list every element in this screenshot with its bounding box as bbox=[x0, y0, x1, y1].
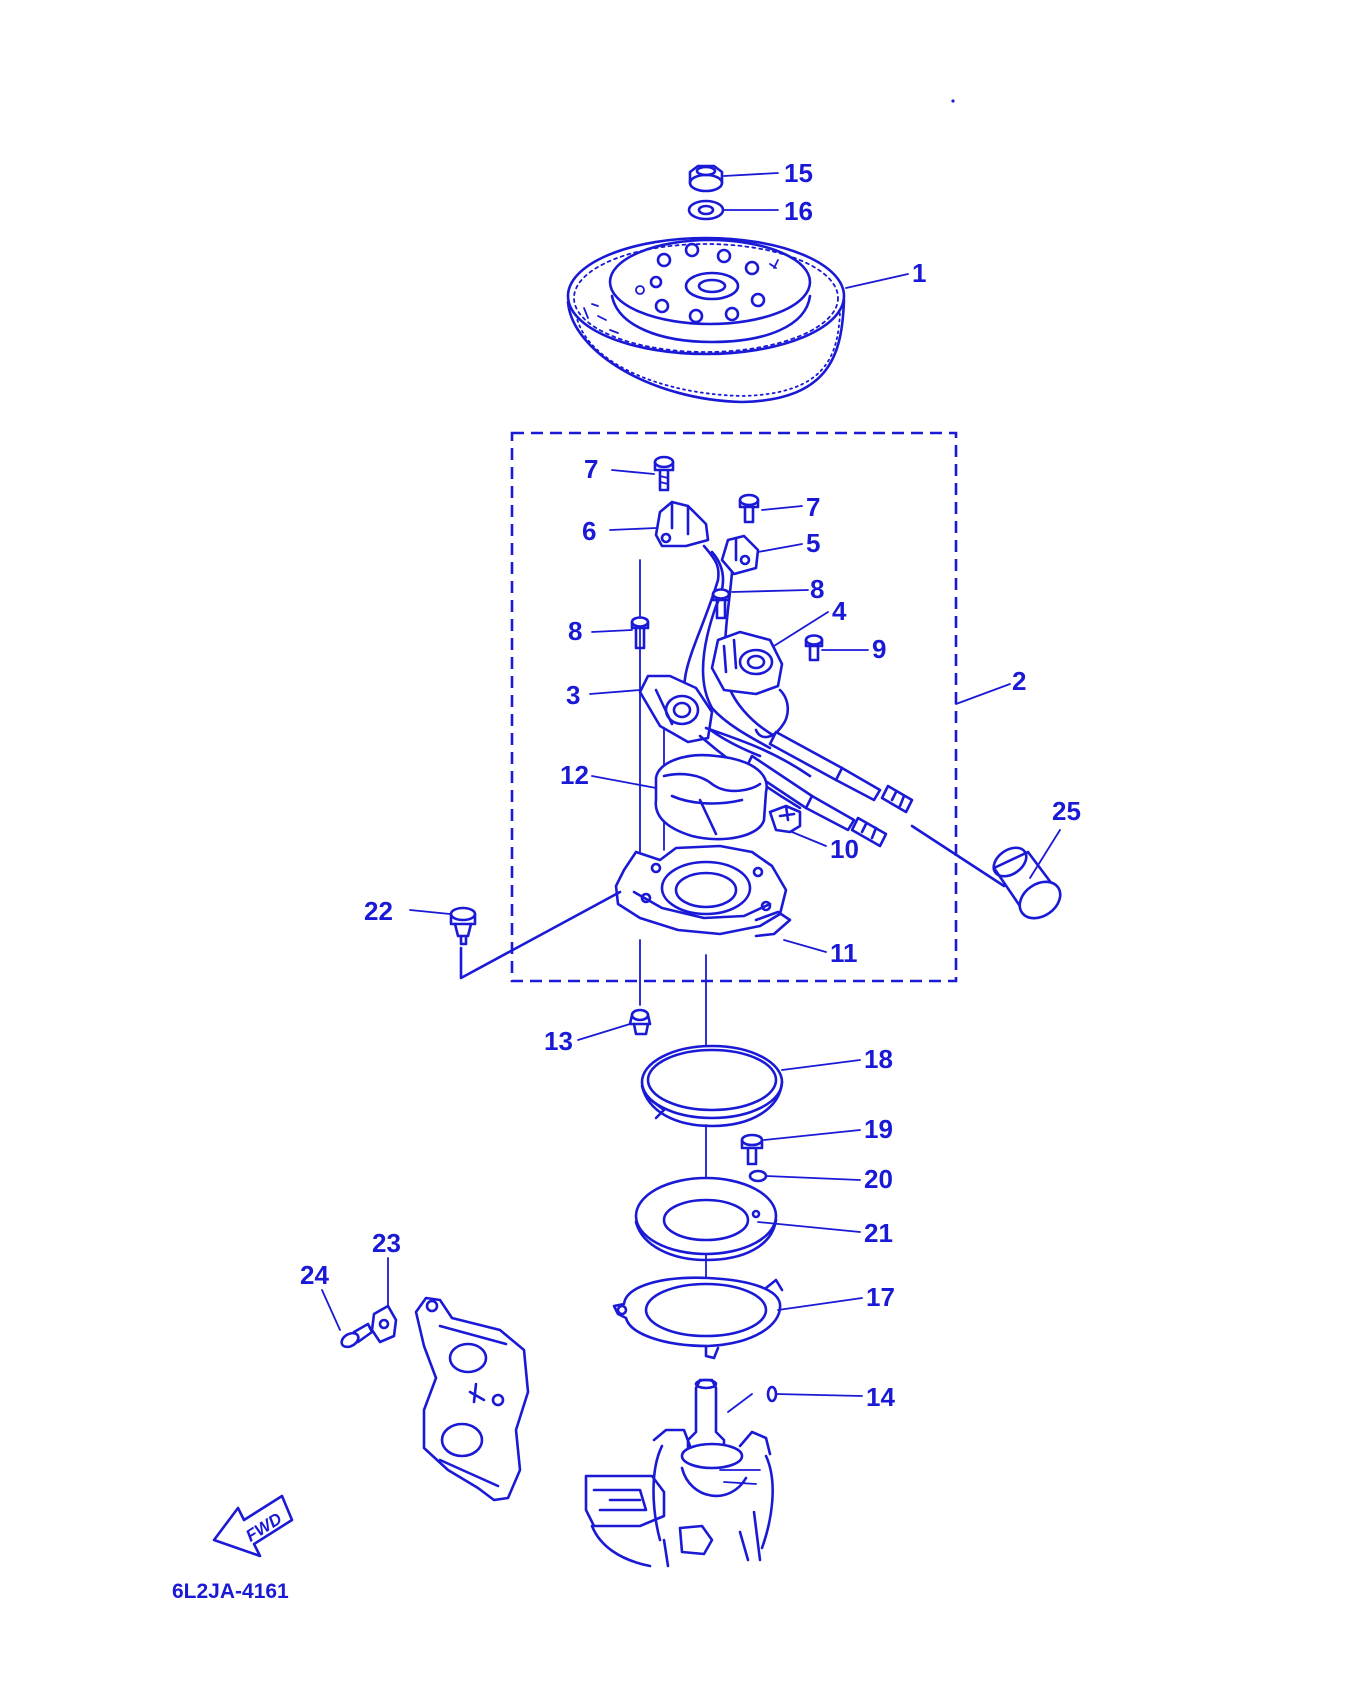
callout-10: 10 bbox=[830, 834, 859, 864]
callout-18: 18 bbox=[864, 1044, 893, 1074]
callout-7b: 7 bbox=[806, 492, 820, 522]
part-21-plate bbox=[634, 1176, 778, 1262]
leader-lines bbox=[321, 172, 1061, 1413]
callout-22: 22 bbox=[364, 896, 393, 926]
callout-17: 17 bbox=[866, 1282, 895, 1312]
callout-19: 19 bbox=[864, 1114, 893, 1144]
callout-20: 20 bbox=[864, 1164, 893, 1194]
callout-25: 25 bbox=[1052, 796, 1081, 826]
callout-9: 9 bbox=[872, 634, 886, 664]
callout-8b: 8 bbox=[568, 616, 582, 646]
callout-16: 16 bbox=[784, 196, 813, 226]
lead-3 bbox=[754, 688, 790, 739]
part-7-screw-right bbox=[738, 493, 760, 524]
fwd-arrow: FWD bbox=[212, 1494, 294, 1558]
connector-plug-b bbox=[850, 816, 888, 848]
callout-12: 12 bbox=[560, 760, 589, 790]
diagram-code: 6L2JA-4161 bbox=[172, 1580, 289, 1603]
part-13-plug bbox=[628, 1008, 652, 1036]
callout-4: 4 bbox=[832, 596, 847, 626]
callout-5: 5 bbox=[806, 528, 820, 558]
callout-6: 6 bbox=[582, 516, 596, 546]
part-20-washer bbox=[748, 1169, 768, 1183]
part-10-clamp bbox=[768, 804, 802, 834]
part-9-screw bbox=[804, 634, 824, 662]
part-3-lighting-coil bbox=[638, 674, 714, 744]
part-11-stator-base bbox=[614, 844, 792, 938]
wire-harness-b bbox=[701, 550, 772, 750]
part-5-pulser-coil bbox=[720, 534, 760, 576]
cover-plate bbox=[414, 1296, 530, 1502]
part-16-washer bbox=[687, 199, 725, 221]
part-4-charge-coil bbox=[710, 630, 784, 696]
part-6-pulser-coil bbox=[654, 500, 710, 548]
crankcase-and-crankshaft bbox=[584, 1378, 774, 1568]
part-14-key bbox=[766, 1385, 778, 1403]
callout-21: 21 bbox=[864, 1218, 893, 1248]
part-7-screw-top bbox=[653, 455, 675, 492]
callout-1: 1 bbox=[912, 258, 926, 288]
callout-7a: 7 bbox=[584, 454, 598, 484]
part-18-ring bbox=[640, 1044, 784, 1128]
part-15-flywheel-nut bbox=[688, 164, 724, 193]
callout-24: 24 bbox=[300, 1260, 329, 1290]
stray-dot bbox=[951, 99, 955, 103]
part-8-screw-left bbox=[630, 616, 650, 650]
connector-plug-a bbox=[880, 784, 914, 814]
callout-labels: 15 16 1 7 7 6 5 8 8 4 9 3 2 12 25 10 22 … bbox=[300, 158, 1081, 1412]
callout-2: 2 bbox=[1012, 666, 1026, 696]
part-25-cap bbox=[992, 846, 1062, 920]
part-24-screw bbox=[340, 1322, 374, 1349]
part-1-flywheel bbox=[566, 236, 846, 404]
part-23-bracket bbox=[370, 1304, 398, 1344]
callout-15: 15 bbox=[784, 158, 813, 188]
callout-13: 13 bbox=[544, 1026, 573, 1056]
callout-3: 3 bbox=[566, 680, 580, 710]
part-19-bolt bbox=[740, 1133, 764, 1166]
callout-8a: 8 bbox=[810, 574, 824, 604]
callout-14: 14 bbox=[866, 1382, 895, 1412]
part-8-screw-right bbox=[711, 588, 731, 620]
connector-tube-upper bbox=[768, 730, 882, 802]
cable-to-cap bbox=[910, 824, 1006, 888]
part-12-coil-cover bbox=[654, 753, 768, 841]
part-17-gasket bbox=[612, 1276, 784, 1360]
part-22-grease-nipple bbox=[449, 906, 477, 946]
callout-23: 23 bbox=[372, 1228, 401, 1258]
part-2-stator-assembly-box bbox=[510, 431, 958, 983]
lead-1 bbox=[704, 726, 812, 778]
link-22-to-base bbox=[459, 890, 622, 980]
callout-11: 11 bbox=[830, 938, 858, 968]
